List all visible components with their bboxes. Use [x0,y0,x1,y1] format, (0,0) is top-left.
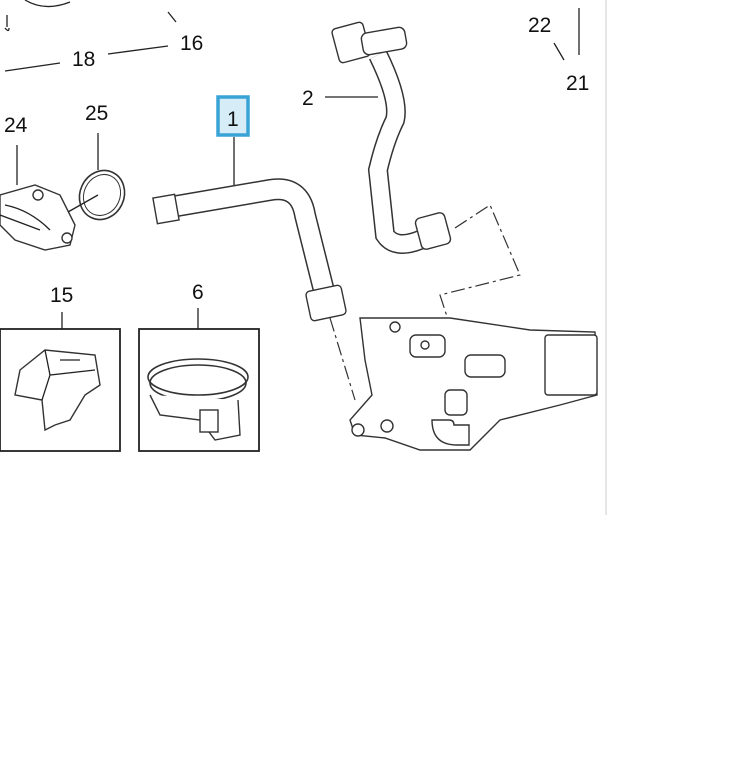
part-25-o-ring[interactable] [71,163,132,227]
leader-22 [553,42,565,61]
partial-part-top-left [4,0,71,32]
part-24-housing[interactable] [0,184,76,251]
leader-16-a [167,11,177,23]
part-1-hose[interactable] [152,178,347,322]
leader-16 [107,45,169,55]
callout-6[interactable]: 6 [192,281,204,304]
callout-18[interactable]: 18 [72,48,95,71]
leader-24-25 [67,194,99,213]
svg-text:1: 1 [227,108,239,131]
leader-18 [4,62,61,72]
part-2-hose[interactable] [331,21,452,254]
dashed-leader-1 [329,317,356,401]
callout-25[interactable]: 25 [85,102,108,125]
part-15-clip-box[interactable] [0,328,121,452]
callout-22[interactable]: 22 [528,14,551,37]
part-6-clamp-box[interactable] [138,328,260,452]
callout-15[interactable]: 15 [50,284,73,307]
callout-1-highlighted[interactable]: 1 [216,95,250,137]
callout-24[interactable]: 24 [4,114,28,137]
thermostat-module[interactable] [349,317,598,451]
callout-2[interactable]: 2 [302,87,314,110]
callout-21[interactable]: 21 [566,72,589,95]
callout-16[interactable]: 16 [180,32,203,55]
